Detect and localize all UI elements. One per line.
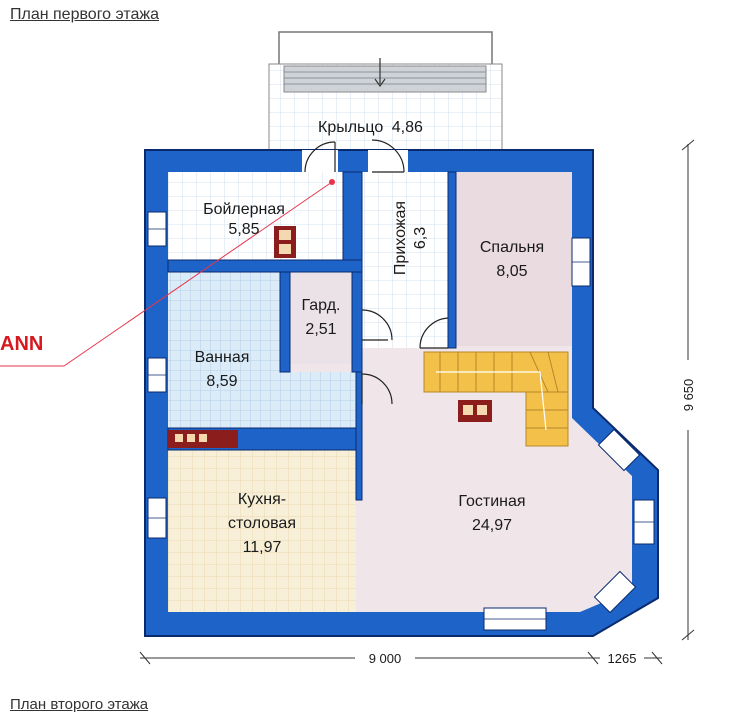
dimension-height-label: 9 650	[681, 379, 696, 412]
next-heading: План второго этажа	[10, 696, 149, 713]
staircase	[423, 351, 569, 447]
porch-area: 4,86	[392, 119, 423, 136]
boiler-name: Бойлерная	[203, 201, 285, 218]
dimension-width-label: 9 000	[369, 651, 402, 666]
wardrobe-name: Гард.	[302, 297, 341, 314]
page-heading: План первого этажа	[10, 6, 159, 23]
hallway-floor	[362, 172, 448, 348]
porch-name: Крыльцо	[318, 119, 383, 136]
hall-name: Прихожая	[392, 201, 409, 275]
bedroom-name: Спальня	[480, 239, 544, 256]
porch-label: Крыльцо 4,86	[318, 119, 423, 136]
kitchen-area: 11,97	[243, 539, 282, 556]
living-name: Гостиная	[458, 493, 525, 510]
wardrobe-floor	[290, 272, 352, 364]
kitchen-name-line2: столовая	[228, 515, 296, 532]
bath-area: 8,59	[206, 373, 237, 390]
hall-label: Прихожая 6,3	[392, 201, 429, 275]
doors	[302, 139, 449, 405]
wardrobe-area: 2,51	[305, 321, 336, 338]
kitchen-name-line1: Кухня-	[238, 491, 286, 508]
boiler-area: 5,85	[228, 221, 259, 238]
pointer-line	[0, 179, 335, 367]
bedroom-area: 8,05	[496, 263, 527, 280]
bathroom-floor	[168, 272, 355, 428]
porch-area	[268, 31, 503, 161]
dimension-bay-label: 1265	[608, 651, 637, 666]
living-area: 24,97	[472, 517, 512, 534]
bath-name: Ванная	[195, 349, 250, 366]
fixtures	[168, 226, 492, 448]
hall-area: 6,3	[412, 227, 429, 249]
boiler-room-floor	[168, 172, 343, 260]
bedroom-floor	[456, 172, 572, 346]
kitchen-floor	[168, 450, 356, 612]
brand-fragment: ANN	[0, 333, 43, 355]
